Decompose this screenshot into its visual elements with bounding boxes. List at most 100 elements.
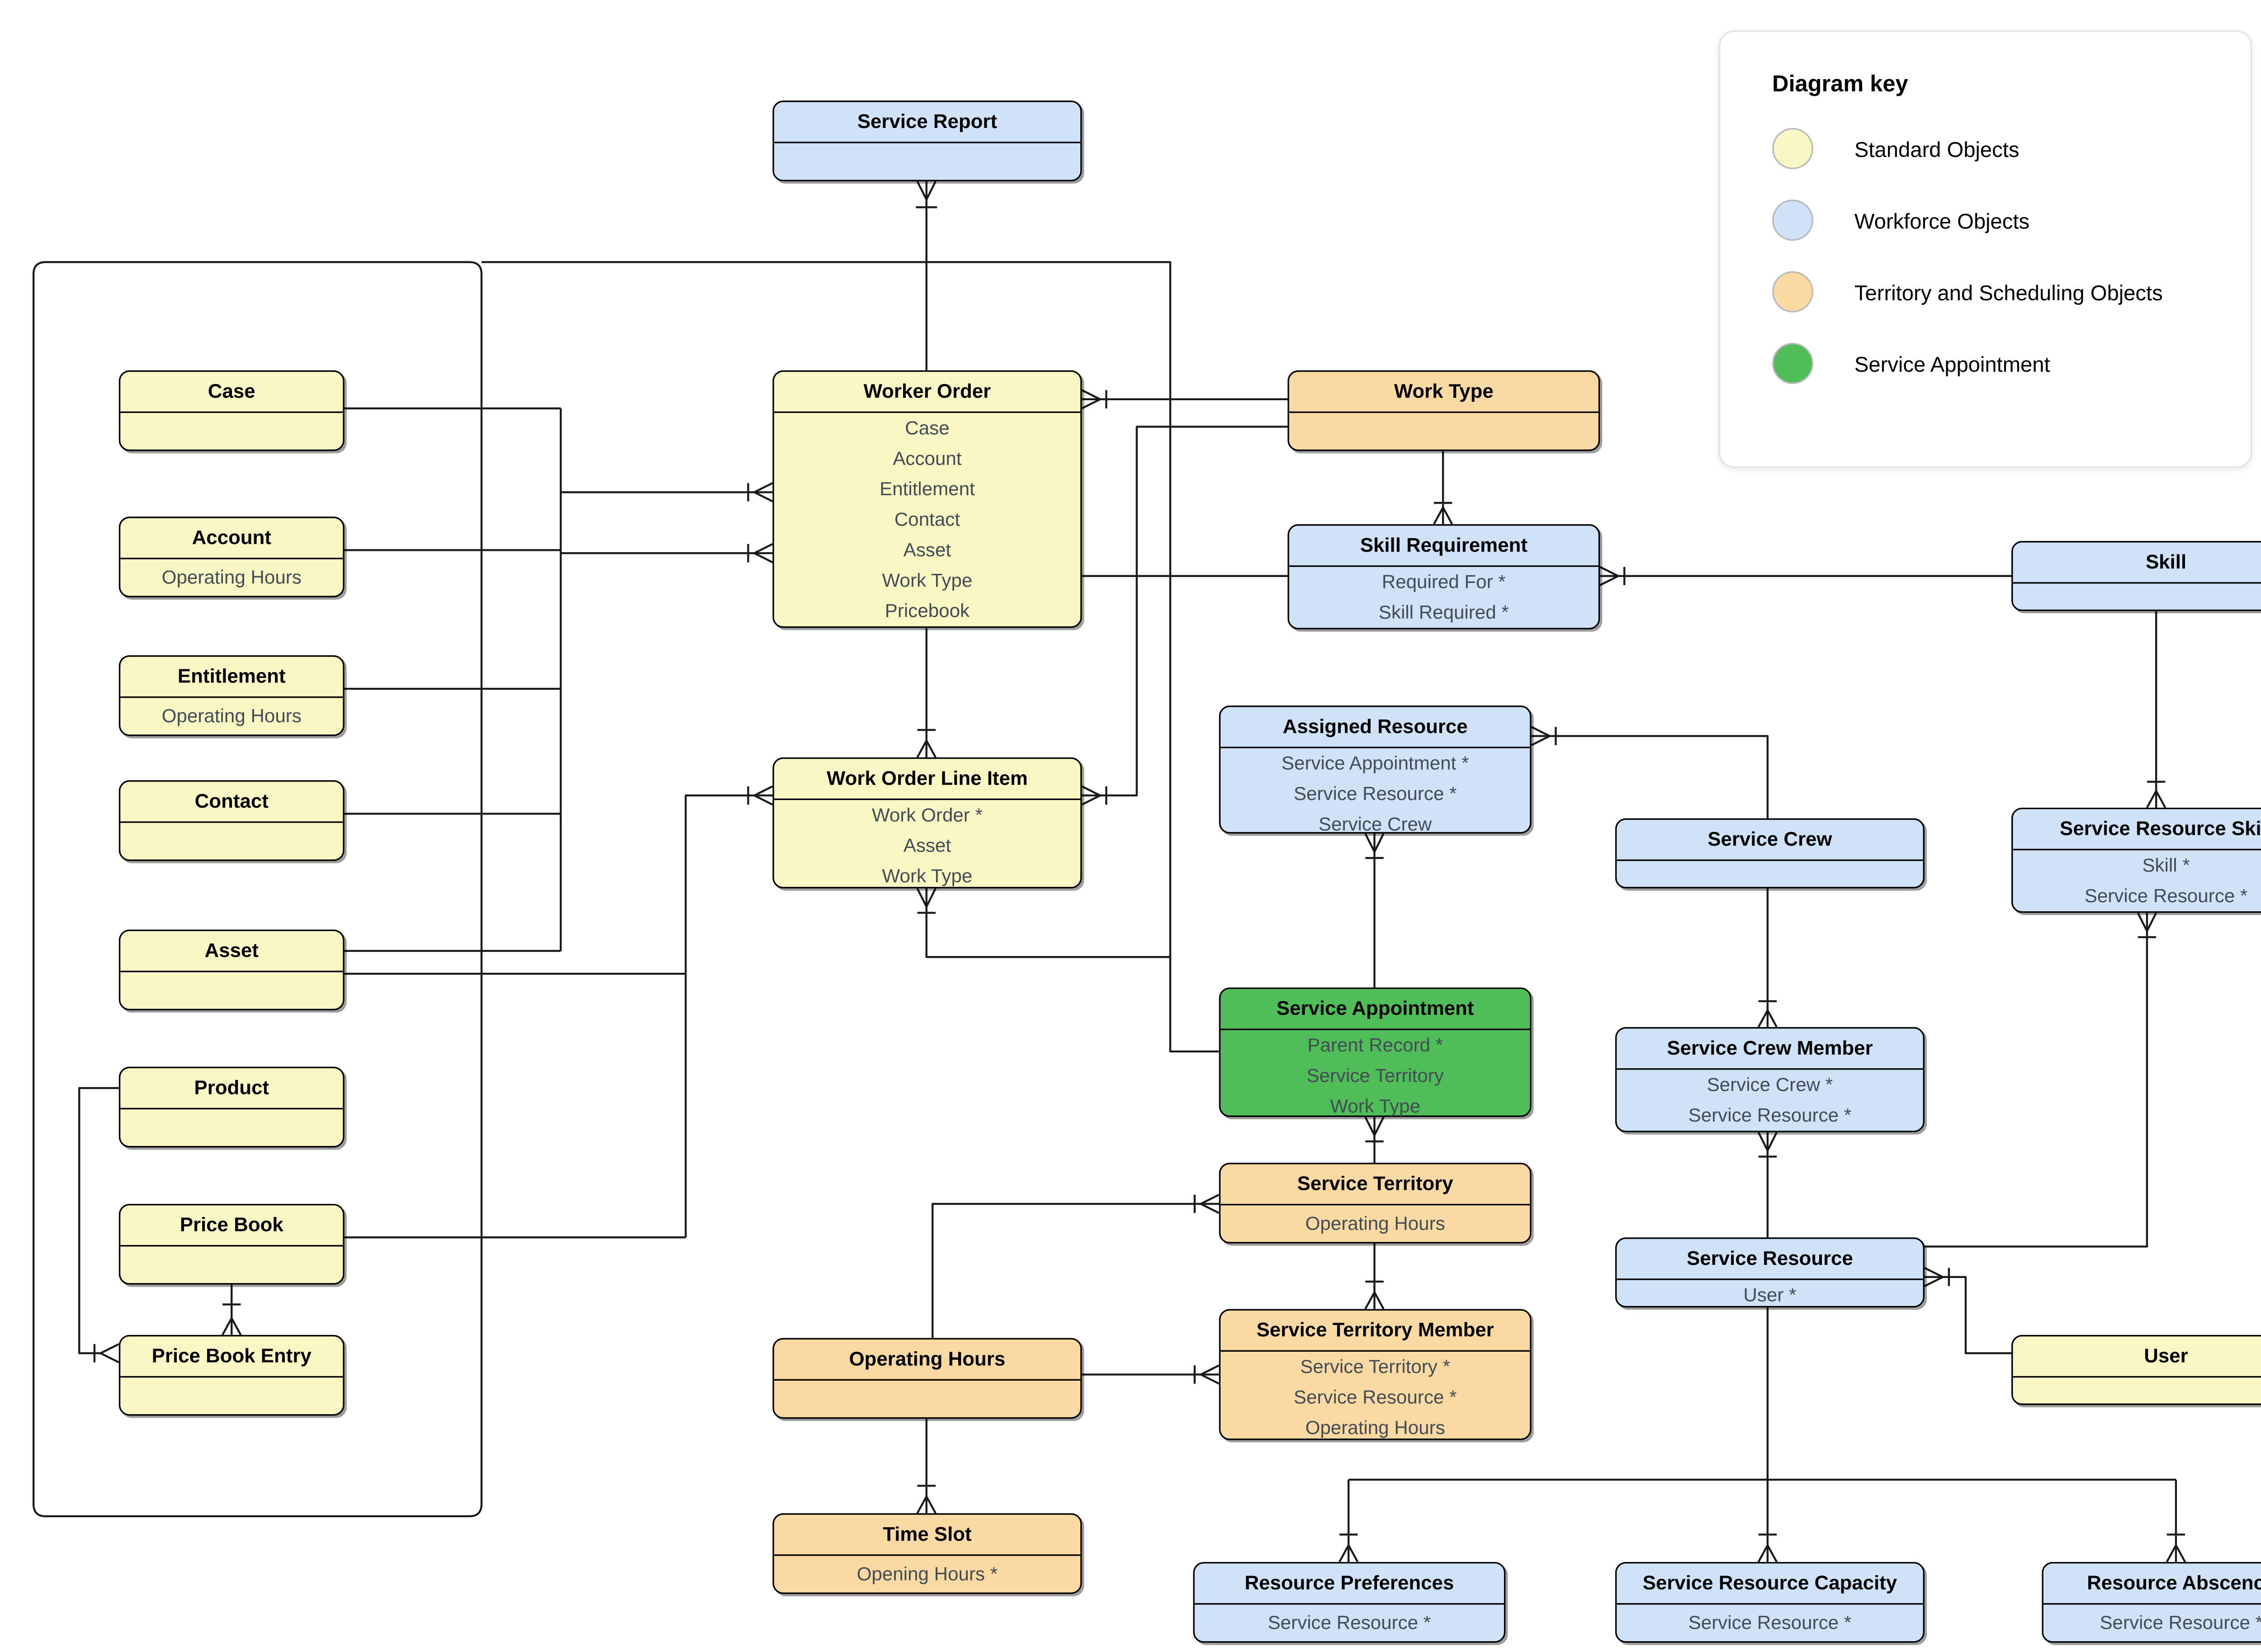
diagram-key-title: Diagram key — [1772, 71, 1908, 98]
entity-title: Product — [120, 1068, 343, 1110]
entity-field: Work Type — [1330, 1095, 1421, 1117]
entity-fields: Operating Hours — [1220, 1205, 1530, 1242]
entity-price-book-entry[interactable]: Price Book Entry — [118, 1335, 345, 1416]
cardinality-marker — [1364, 1117, 1385, 1143]
entity-time-slot[interactable]: Time Slot Opening Hours * — [772, 1513, 1082, 1594]
entity-service-territory-member[interactable]: Service Territory Member Service Territo… — [1219, 1309, 1532, 1440]
entity-asset[interactable]: Asset — [118, 929, 345, 1011]
entity-fields — [120, 823, 343, 860]
entity-price-book[interactable]: Price Book — [118, 1204, 345, 1285]
entity-assigned-resource[interactable]: Assigned Resource Service Appointment *S… — [1219, 705, 1532, 835]
legend-item: Workforce Objects — [1772, 199, 2199, 241]
entity-entitlement[interactable]: Entitlement Operating Hours — [118, 655, 345, 736]
cardinality-marker — [747, 785, 773, 806]
entity-fields — [774, 143, 1080, 180]
entity-fields — [2013, 584, 2261, 610]
entity-fields: Required For *Skill Required * — [1289, 567, 1599, 628]
cardinality-marker — [1757, 1534, 1778, 1562]
entity-field: Skill * — [2142, 855, 2190, 876]
entity-field: Entitlement — [880, 478, 975, 500]
entity-fields: Operating Hours — [120, 559, 343, 596]
entity-resource-preferences[interactable]: Resource Preferences Service Resource * — [1193, 1562, 1506, 1643]
connector — [481, 261, 1219, 1053]
legend-item: Territory and Scheduling Objects — [1772, 271, 2199, 312]
entity-title: Service Resource Skill — [2013, 809, 2261, 851]
entity-title: Contact — [120, 782, 343, 823]
cardinality-marker — [1364, 1280, 1385, 1310]
cardinality-marker — [916, 729, 937, 758]
connector — [1924, 1276, 2012, 1354]
connector — [1531, 735, 1769, 819]
entity-contact[interactable]: Contact — [118, 780, 345, 861]
entity-service-crew-member[interactable]: Service Crew Member Service Crew *Servic… — [1615, 1027, 1925, 1132]
connector — [78, 1087, 119, 1354]
entity-title: Resource Abscence — [2043, 1563, 2261, 1605]
cardinality-marker — [1757, 1131, 1778, 1158]
entity-field: Service Crew * — [1707, 1074, 1833, 1096]
cardinality-marker — [1193, 1364, 1220, 1385]
entity-fields — [120, 1377, 343, 1414]
entity-field: Asset — [903, 539, 951, 561]
entity-fields: Service Appointment *Service Resource *S… — [1220, 748, 1530, 840]
entity-service-crew[interactable]: Service Crew — [1615, 818, 1925, 889]
entity-field: Work Order * — [871, 805, 983, 826]
entity-fields: Opening Hours * — [774, 1556, 1080, 1592]
entity-field: Asset — [903, 835, 951, 857]
entity-resource-abscence[interactable]: Resource Abscence Service Resource * — [2042, 1562, 2261, 1643]
cardinality-marker — [1193, 1193, 1220, 1214]
entity-service-resource[interactable]: Service Resource User * — [1615, 1237, 1925, 1308]
entity-product[interactable]: Product — [118, 1066, 345, 1148]
entity-operating-hours[interactable]: Operating Hours — [772, 1338, 1082, 1419]
legend-item-label: Workforce Objects — [1854, 208, 2030, 232]
entity-fields — [120, 972, 343, 1009]
entity-skill-requirement[interactable]: Skill Requirement Required For *Skill Re… — [1287, 524, 1600, 630]
entity-service-appointment[interactable]: Service Appointment Parent Record *Servi… — [1219, 987, 1532, 1117]
entity-service-resource-skill[interactable]: Service Resource Skill Skill *Service Re… — [2011, 807, 2261, 913]
entity-case[interactable]: Case — [118, 370, 345, 451]
entity-field: Service Resource * — [1268, 1612, 1431, 1634]
entity-work-type[interactable]: Work Type — [1287, 370, 1600, 451]
entity-account[interactable]: Account Operating Hours — [118, 516, 345, 597]
entity-title: Work Order Line Item — [774, 759, 1081, 800]
connector — [685, 794, 773, 1238]
cardinality-marker — [747, 543, 773, 563]
cardinality-marker — [916, 181, 937, 208]
entity-title: Price Book Entry — [120, 1336, 343, 1378]
entity-service-territory[interactable]: Service Territory Operating Hours — [1219, 1163, 1532, 1244]
entity-title: Service Crew — [1617, 820, 1923, 861]
entity-title: Work Type — [1289, 372, 1599, 413]
entity-user[interactable]: User — [2011, 1335, 2261, 1405]
entity-field: Pricebook — [885, 600, 970, 622]
entity-field: Service Resource * — [1293, 783, 1457, 805]
entity-fields: Service Territory *Service Resource *Ope… — [1220, 1352, 1530, 1443]
entity-field: Service Resource * — [2100, 1612, 2261, 1634]
connector — [1924, 913, 2148, 1248]
cardinality-marker — [1081, 389, 1107, 410]
entity-skill[interactable]: Skill — [2011, 541, 2261, 611]
entity-title: Case — [120, 372, 343, 413]
entity-fields — [120, 413, 343, 450]
entity-title: Entitlement — [120, 657, 343, 698]
entity-fields: Service Resource * — [1617, 1605, 1923, 1641]
legend-item: Standard Objects — [1772, 128, 2199, 170]
diagram-key-card: Diagram key Standard Objects Workforce O… — [1719, 30, 2252, 468]
cardinality-marker — [747, 482, 773, 502]
entity-service-report[interactable]: Service Report — [772, 100, 1082, 181]
entity-service-resource-capacity[interactable]: Service Resource Capacity Service Resour… — [1615, 1562, 1925, 1643]
connector — [932, 1202, 1219, 1338]
entity-title: Skill — [2013, 543, 2261, 584]
entity-title: Assigned Resource — [1220, 707, 1530, 748]
entity-fields: Skill *Service Resource * — [2013, 850, 2261, 911]
cardinality-marker — [916, 1485, 937, 1514]
entity-field: Service Territory * — [1300, 1356, 1450, 1378]
entity-field: Contact — [894, 509, 960, 530]
cardinality-marker — [1081, 785, 1107, 806]
entity-field: Operating Hours — [161, 705, 302, 727]
entity-field: Account — [893, 448, 962, 469]
entity-title: Time Slot — [774, 1515, 1081, 1556]
legend-color-swatch-icon — [1772, 199, 1813, 241]
